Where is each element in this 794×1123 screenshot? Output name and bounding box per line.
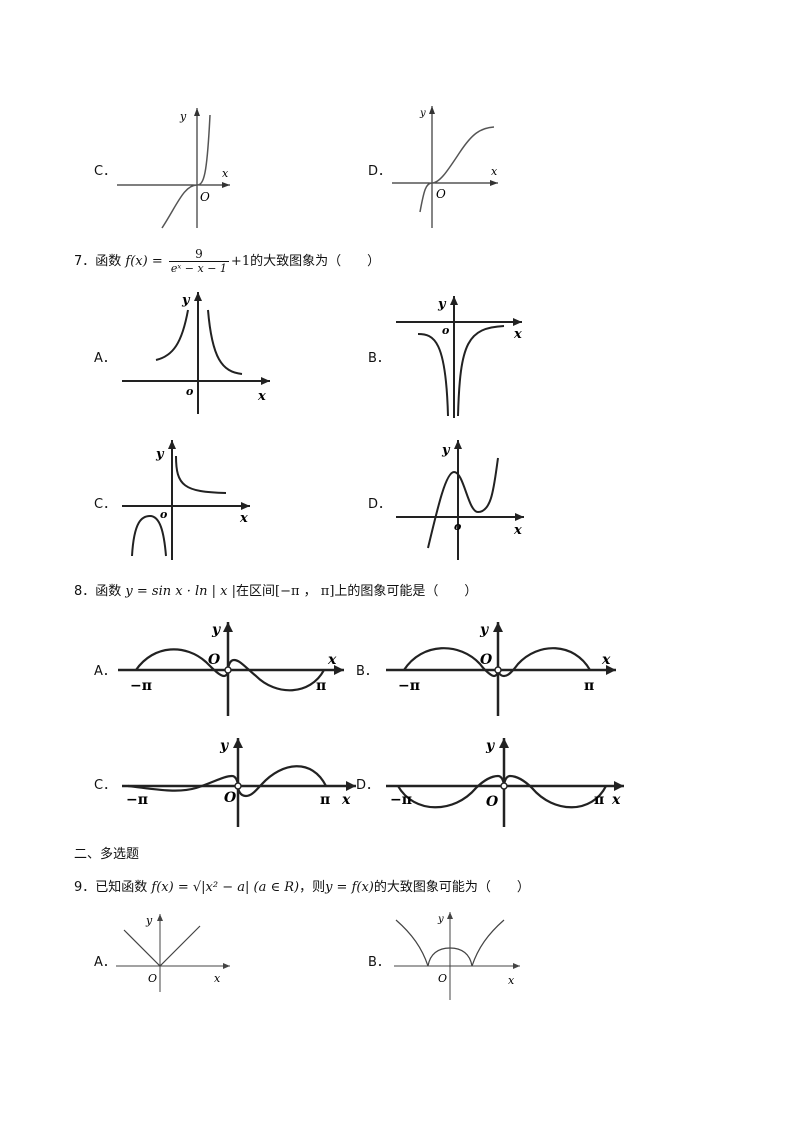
q9a-y-label: y	[145, 914, 153, 927]
q6c-origin: O	[200, 190, 210, 204]
q6d-y-label: y	[419, 108, 426, 119]
q6c-y-label: y	[179, 110, 187, 123]
q7-option-a-label: A．	[94, 351, 116, 366]
q9a-origin: O	[148, 972, 157, 985]
q6-graph-d: x y O	[392, 106, 498, 228]
q8-option-b-label: B．	[356, 664, 378, 679]
q8a-origin: O	[208, 652, 221, 668]
q8-graph-a: x y O −π π	[118, 622, 344, 716]
q8b-neg-pi: −π	[398, 678, 420, 694]
q9-func: f(x) = √|x² − a| (a ∈ R)	[151, 880, 300, 895]
q7c-x-label: x	[239, 511, 248, 526]
q9-question-tail: 的大致图象可能为（ ）	[373, 880, 530, 895]
q8a-pi: π	[316, 678, 326, 694]
q7d-x-label: x	[513, 523, 522, 538]
q6-option-c-label: C．	[94, 164, 117, 179]
q8-interval: [−π ， π]	[275, 584, 335, 599]
q7-stem: 7．函数 f(x) = 9 eˣ − x − 1 +1的大致图象为（ ）	[74, 247, 381, 276]
q7c-y-label: y	[155, 447, 165, 462]
q9-mid: ，则	[299, 880, 326, 895]
q9-number: 9．已知函数	[74, 880, 148, 895]
q9-graph-b: x y O	[394, 912, 520, 1000]
q8a-x-label: x	[327, 652, 337, 668]
q8-func: y = sin x · ln | x |	[125, 584, 237, 599]
q6d-x-label: x	[491, 165, 498, 178]
q8-graph-c: x y O −π π	[122, 738, 356, 827]
q7a-x-label: x	[257, 389, 266, 404]
q9b-origin: O	[438, 972, 447, 985]
q9a-x-label: x	[214, 972, 221, 985]
q7d-origin: o	[454, 520, 461, 533]
q7a-origin: o	[186, 385, 193, 398]
q8-question-tail: 上的图象可能是（ ）	[334, 584, 478, 599]
q7c-origin: o	[160, 508, 167, 521]
section-title-multiple-choice: 二、多选题	[74, 847, 140, 862]
q7b-origin: o	[442, 324, 449, 337]
q8c-pi: π	[320, 792, 330, 808]
q7-frac-den: eˣ − x − 1	[168, 261, 229, 275]
q7a-y-label: y	[181, 293, 191, 308]
q8c-origin: O	[224, 790, 237, 806]
q9-graph-a: x y O	[116, 914, 230, 992]
q8c-neg-pi: −π	[126, 792, 148, 808]
q8-option-a-label: A．	[94, 664, 116, 679]
q8-graph-b: x y O −π π	[386, 622, 616, 716]
q6d-origin: O	[436, 187, 446, 201]
q7-graph-c: x y o	[122, 440, 250, 560]
q8d-origin: O	[486, 794, 499, 810]
q9-stem: 9．已知函数 f(x) = √|x² − a| (a ∈ R)，则y = f(x…	[74, 876, 530, 895]
q7b-x-label: x	[513, 327, 522, 342]
q8-stem: 8．函数 y = sin x · ln | x |在区间[−π ， π]上的图象…	[74, 580, 477, 599]
q9-option-b-label: B．	[368, 955, 390, 970]
q9-func2: y = f(x)	[325, 880, 374, 895]
q8b-y-label: y	[479, 622, 489, 638]
q7-option-d-label: D．	[368, 497, 392, 512]
q7d-y-label: y	[441, 443, 451, 458]
q7-number: 7．函数	[74, 254, 122, 269]
q7-func-lhs: f(x) =	[125, 254, 163, 269]
q6-option-d-label: D．	[368, 164, 392, 179]
q7-option-b-label: B．	[368, 351, 390, 366]
q8a-y-label: y	[211, 622, 221, 638]
q8b-x-label: x	[601, 652, 611, 668]
q8-mid: 在区间	[236, 584, 276, 599]
q9-option-a-label: A．	[94, 955, 116, 970]
q8b-pi: π	[584, 678, 594, 694]
q9b-x-label: x	[508, 974, 515, 987]
q7-graph-a: x y o	[122, 292, 270, 414]
q7b-y-label: y	[437, 297, 447, 312]
q8-option-c-label: C．	[94, 778, 117, 793]
q6-graph-c: x y O	[117, 108, 230, 229]
q8c-x-label: x	[341, 792, 351, 808]
q8d-pi: π	[594, 792, 604, 808]
q8d-neg-pi: −π	[390, 792, 412, 808]
q8d-y-label: y	[485, 738, 495, 754]
q7-frac-num: 9	[195, 247, 203, 261]
q8b-origin: O	[480, 652, 493, 668]
q7-fraction: 9 eˣ − x − 1	[168, 247, 229, 275]
q9b-y-label: y	[437, 914, 444, 925]
q8-graph-d: x y O −π π	[386, 738, 624, 827]
q6c-x-label: x	[222, 167, 229, 180]
q8-option-d-label: D．	[356, 778, 380, 793]
q8-number: 8．函数	[74, 584, 122, 599]
q7-graph-d: x y o	[396, 440, 524, 560]
q8d-x-label: x	[611, 792, 621, 808]
q8a-neg-pi: −π	[130, 678, 152, 694]
q7-question-tail: 的大致图象为（ ）	[250, 254, 381, 269]
q7-graph-b: x y o	[396, 296, 522, 418]
q7-func-tail: +1	[230, 254, 251, 269]
q7-option-c-label: C．	[94, 497, 117, 512]
q8c-y-label: y	[219, 738, 229, 754]
